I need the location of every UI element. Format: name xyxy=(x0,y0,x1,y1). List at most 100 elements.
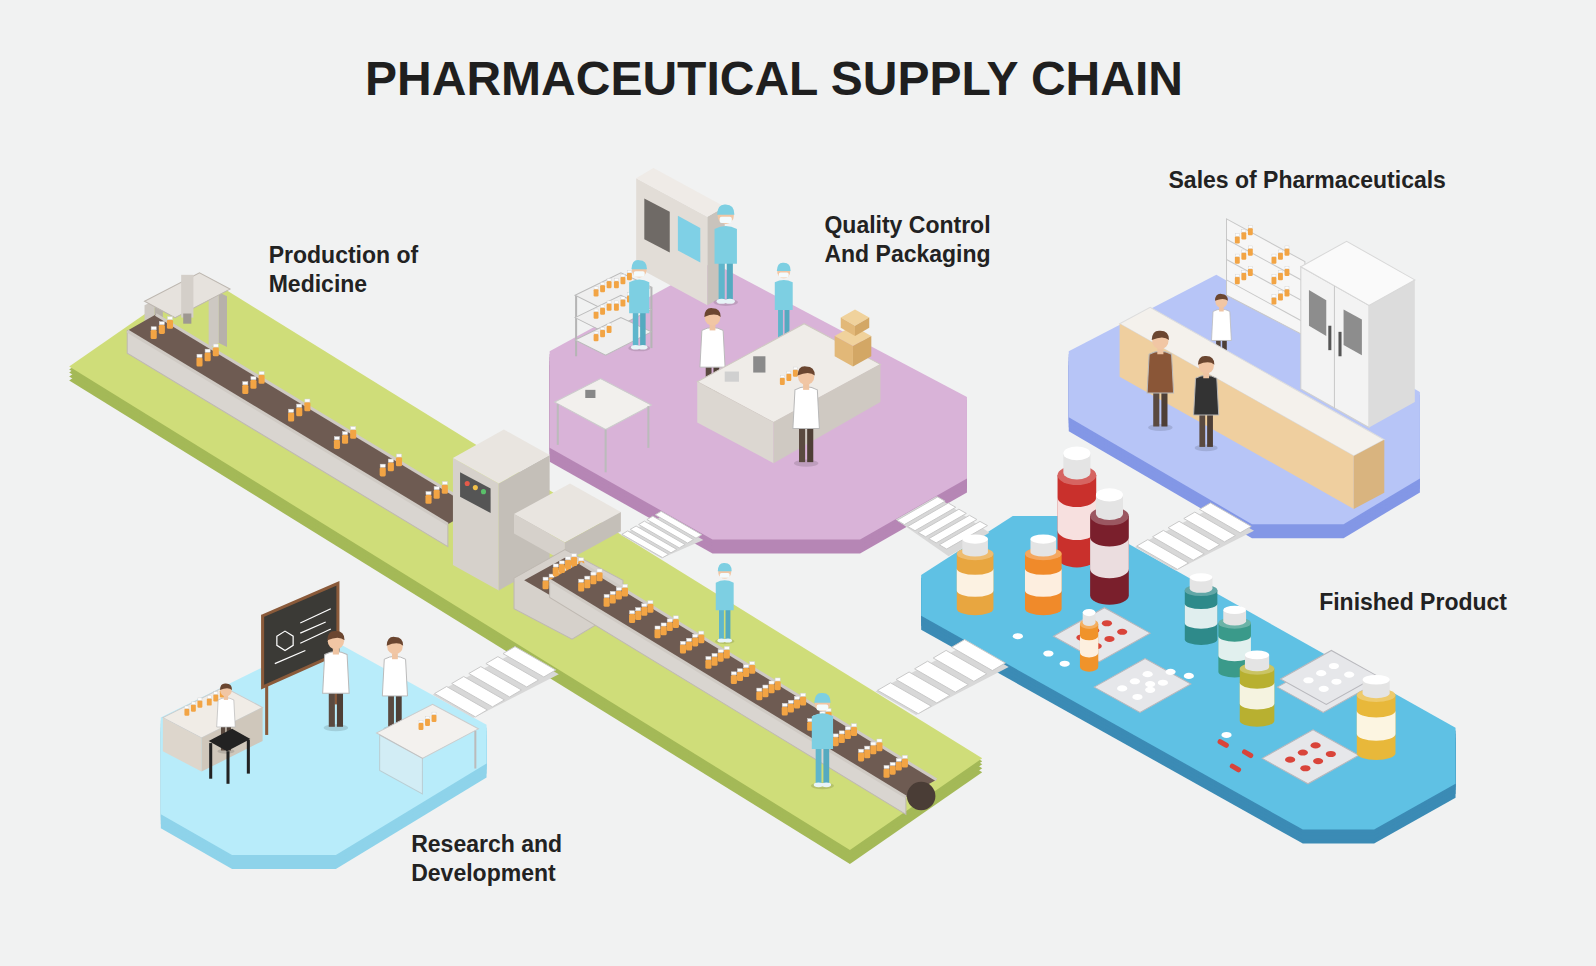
platform-label: Research and Development xyxy=(411,830,641,888)
package-boxes xyxy=(835,336,853,367)
lower-conveyor xyxy=(629,601,653,623)
platform-top xyxy=(1069,275,1420,524)
diagram-title: PHARMACEUTICAL SUPPLY CHAIN xyxy=(274,50,1274,108)
platform-node: Research and Development xyxy=(158,634,644,890)
platform-label: Quality Control And Packaging xyxy=(824,211,1024,269)
bottles xyxy=(1357,675,1396,760)
customer xyxy=(1147,331,1173,431)
lower-conveyor xyxy=(578,569,602,591)
platform-label: Sales of Pharmaceuticals xyxy=(1169,166,1499,195)
stair-connector xyxy=(1135,503,1254,571)
customer xyxy=(1194,356,1219,451)
pharmacy-shelves xyxy=(1272,287,1290,305)
worker xyxy=(715,563,735,644)
platform-side xyxy=(921,519,1455,833)
pharmacy-shelves xyxy=(1235,246,1253,264)
platform-shape xyxy=(67,239,985,866)
stair-step xyxy=(503,647,556,677)
chair xyxy=(226,751,229,784)
worker xyxy=(811,693,834,789)
researcher xyxy=(323,631,349,731)
chair xyxy=(209,743,212,779)
fridge xyxy=(1338,332,1341,356)
pharmacy-shelves xyxy=(1272,246,1290,264)
platform-side xyxy=(161,642,487,861)
lower-conveyor xyxy=(884,755,908,777)
upper-conveyor xyxy=(127,315,476,547)
blisters xyxy=(1053,608,1150,662)
sample-shelf xyxy=(594,279,612,297)
platform-side xyxy=(69,285,982,860)
bottles xyxy=(1080,609,1098,672)
researcher xyxy=(382,637,407,732)
platform-node: Finished Product xyxy=(919,514,1582,846)
stair-step xyxy=(655,511,702,538)
platform-top xyxy=(69,275,982,850)
bottles xyxy=(1090,488,1129,604)
lower-conveyor xyxy=(654,616,678,638)
platform-side xyxy=(1069,278,1420,527)
platform-top xyxy=(921,516,1455,830)
robot-arm xyxy=(183,314,191,324)
pharmacy-shelves xyxy=(1227,260,1305,303)
stair-connector xyxy=(875,640,1008,715)
fridge xyxy=(1309,290,1326,336)
lab-bench xyxy=(697,382,773,463)
platform-shape xyxy=(919,514,1582,846)
lower-conveyor xyxy=(550,563,937,797)
robot-arm xyxy=(209,292,219,348)
upper-conveyor xyxy=(425,481,447,503)
lab-bench xyxy=(725,372,739,382)
filling-machine xyxy=(465,481,470,486)
side-table xyxy=(555,379,652,430)
upper-conveyor xyxy=(196,344,218,366)
platform-side xyxy=(921,526,1455,840)
platform-shape xyxy=(1066,163,1501,541)
pharmacy-shelves xyxy=(1227,219,1305,336)
upper-conveyor xyxy=(127,331,448,547)
lab-bench xyxy=(774,364,881,463)
desk xyxy=(163,718,202,772)
pills xyxy=(1165,669,1175,675)
platform-side xyxy=(69,281,982,856)
sample-shelf xyxy=(594,301,612,319)
lower-conveyor xyxy=(782,693,806,715)
side-table xyxy=(585,390,595,398)
lower-conveyor xyxy=(705,646,729,668)
stair-base xyxy=(621,517,703,559)
platform-side xyxy=(69,289,982,864)
platform-label: Production of Medicine xyxy=(269,241,469,299)
filling-machine xyxy=(481,489,486,494)
pharmacy-counter xyxy=(1120,324,1354,509)
pills xyxy=(1184,673,1194,679)
platform-side xyxy=(550,277,967,554)
customer xyxy=(1147,331,1173,431)
lower-conveyor xyxy=(833,724,857,746)
worker xyxy=(811,693,834,789)
platform-side xyxy=(161,639,487,858)
robot-arm xyxy=(181,275,193,318)
chair xyxy=(209,729,251,751)
lower-conveyor xyxy=(731,662,755,684)
fridge xyxy=(1344,309,1362,355)
platform-side xyxy=(921,530,1455,844)
worker xyxy=(714,205,738,306)
lower-conveyor xyxy=(580,563,936,780)
inspection-cabinet xyxy=(636,168,725,305)
platform-top xyxy=(550,263,967,540)
platform-label: Finished Product xyxy=(1319,588,1579,617)
worker xyxy=(793,366,819,466)
chalkboard xyxy=(265,684,268,735)
worker xyxy=(628,260,650,351)
lab-bench xyxy=(780,367,798,385)
platform-side xyxy=(550,266,967,543)
bottles xyxy=(1240,651,1275,727)
side-table xyxy=(557,404,559,445)
chalkboard xyxy=(300,629,331,643)
filling-machine xyxy=(460,472,491,513)
lab-table xyxy=(377,704,479,794)
sample-shelf xyxy=(650,287,652,348)
lower-conveyor xyxy=(550,580,906,797)
